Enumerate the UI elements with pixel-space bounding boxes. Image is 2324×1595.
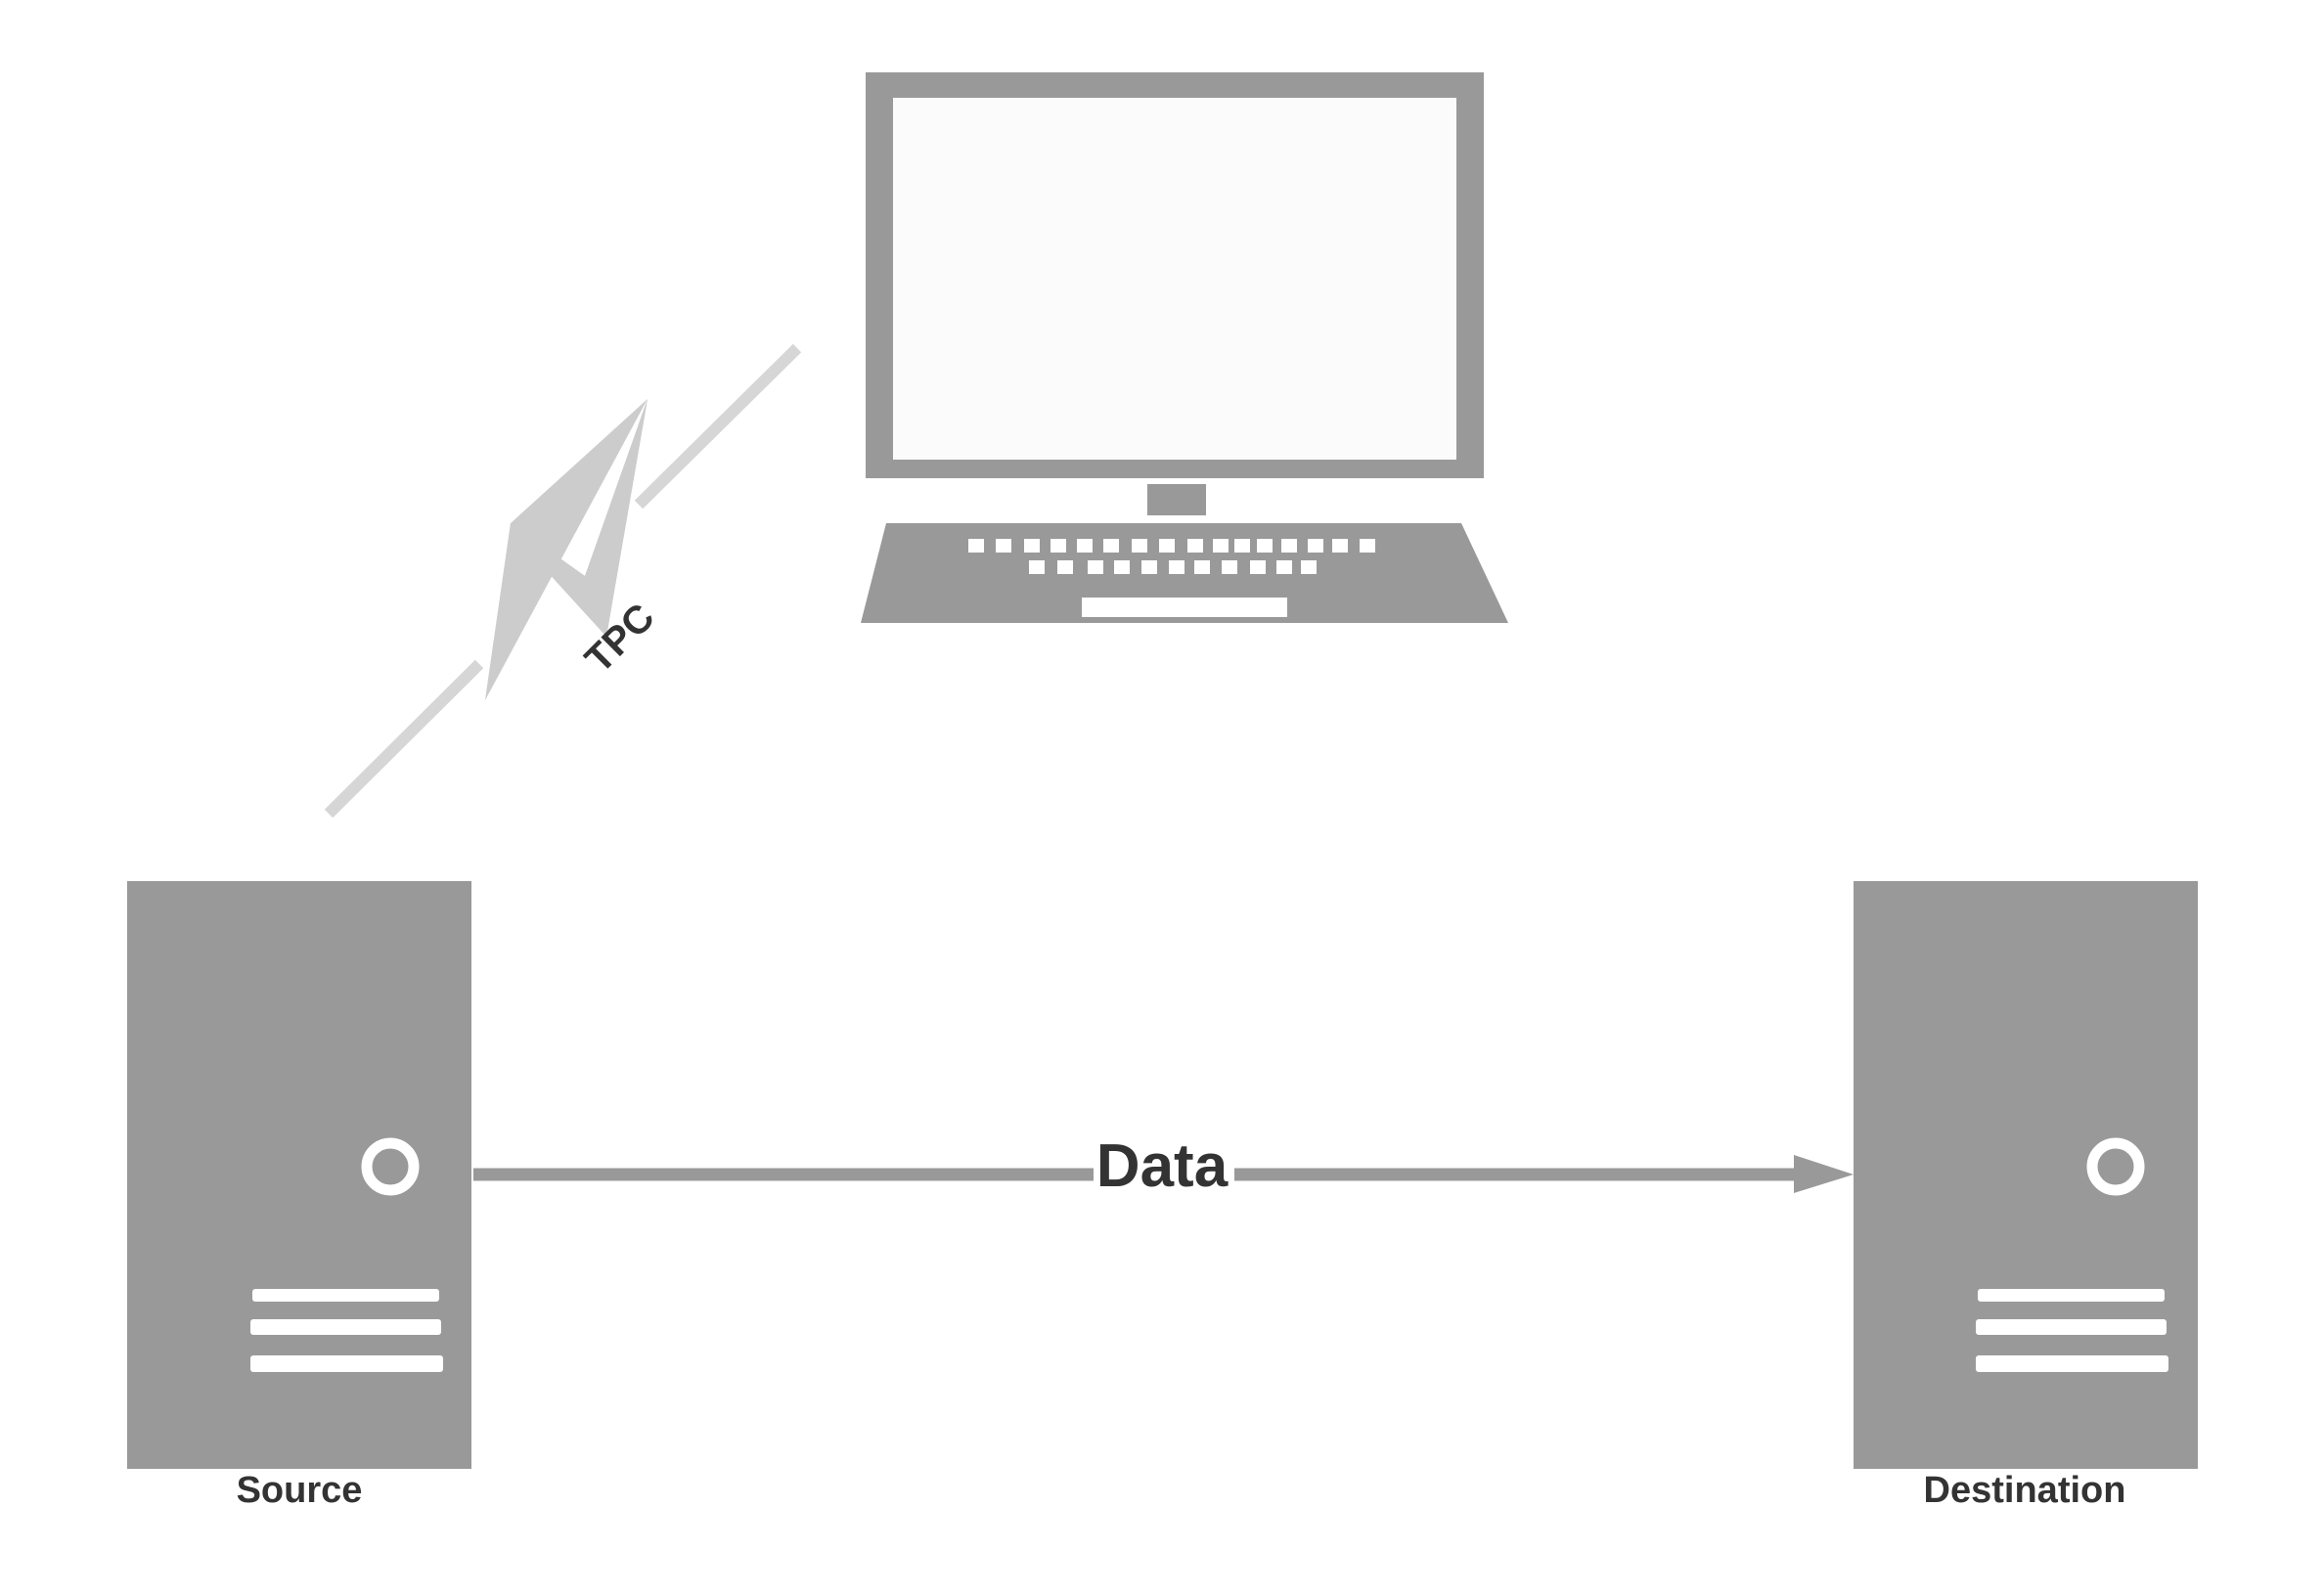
server-drive-slot — [1976, 1355, 2168, 1372]
destination-label: Destination — [1924, 1470, 2126, 1511]
laptop-spacebar — [1082, 598, 1287, 617]
server-drive-slot — [1976, 1319, 2167, 1335]
data-link: Data — [473, 1132, 1854, 1200]
server-drive-slot — [1978, 1289, 2165, 1302]
server-power-button — [361, 1137, 420, 1196]
laptop-keyboard-row — [968, 539, 1375, 553]
server-drive-slot — [250, 1319, 441, 1335]
server-drive-slot — [250, 1355, 443, 1372]
server-drive-slot — [252, 1289, 439, 1302]
laptop-icon — [861, 72, 1508, 623]
wireless-link-segment — [324, 659, 484, 819]
wireless-link-segment — [634, 343, 802, 510]
laptop-hinge — [1147, 484, 1206, 515]
server-power-button — [2086, 1137, 2145, 1196]
arrowhead-icon — [1794, 1155, 1854, 1193]
destination-server — [1854, 881, 2198, 1469]
laptop-screen — [893, 98, 1456, 460]
laptop-keyboard-row — [1029, 560, 1317, 574]
source-server — [127, 881, 471, 1469]
lightning-bolt-shape — [485, 399, 648, 700]
server-tower-icon — [1854, 881, 2198, 1469]
wireless-link: TPC — [324, 343, 802, 819]
source-label: Source — [237, 1470, 363, 1511]
data-link-label: Data — [1096, 1132, 1229, 1200]
server-tower-icon — [127, 881, 471, 1469]
